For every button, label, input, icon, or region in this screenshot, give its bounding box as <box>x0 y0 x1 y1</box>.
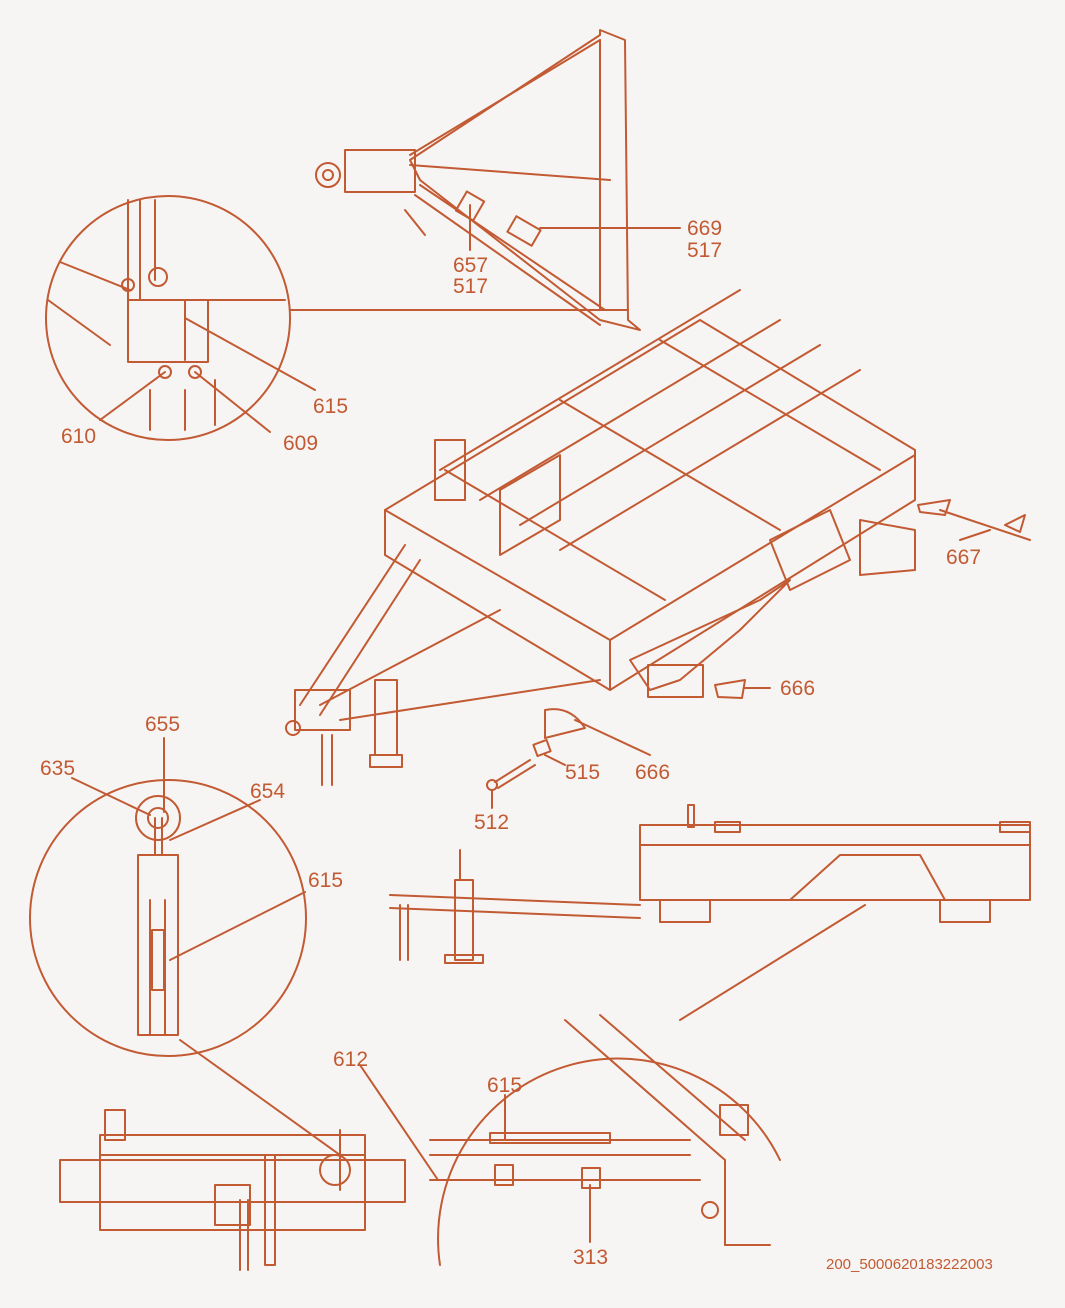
leader-detail-c <box>679 904 866 1021</box>
part-515 <box>532 738 552 758</box>
callout-635: 635 <box>40 757 76 780</box>
leader-detail-b <box>179 1039 341 1156</box>
part-667a <box>917 499 951 516</box>
callout-615-bottom: 615 <box>487 1074 523 1097</box>
callout-612: 612 <box>333 1048 369 1071</box>
trailer-rear-view <box>59 1109 406 1271</box>
detail-circle-a <box>45 195 291 441</box>
detail-circle-c <box>429 1014 781 1266</box>
callout-657: 657 <box>453 254 489 277</box>
callout-515: 515 <box>565 761 601 784</box>
leader-609 <box>194 371 271 433</box>
leader-654 <box>169 799 261 841</box>
callout-610: 610 <box>61 425 97 448</box>
leader-610 <box>99 371 166 421</box>
callout-609: 609 <box>283 432 319 455</box>
callout-654: 654 <box>250 780 286 803</box>
callout-655: 655 <box>145 713 181 736</box>
top-hitch-view <box>315 29 641 331</box>
callout-517-lower: 517 <box>453 275 489 298</box>
leader-667b <box>959 529 991 541</box>
leader-515 <box>544 754 566 766</box>
bolt-512b <box>497 764 536 789</box>
detail-circle-b <box>29 779 307 1057</box>
callout-666-right: 666 <box>780 677 816 700</box>
leader-667 <box>939 509 1031 541</box>
bolt-512 <box>494 759 531 783</box>
leader-666b <box>574 719 651 756</box>
leader-612 <box>359 1064 439 1181</box>
callout-615-mid: 615 <box>308 869 344 892</box>
part-666b <box>544 708 586 739</box>
leader-615a <box>184 317 316 391</box>
leader-635 <box>71 777 151 816</box>
part-667b <box>1004 514 1026 533</box>
callout-669: 669 <box>687 217 723 240</box>
callout-313: 313 <box>573 1246 609 1269</box>
callout-517-upper: 517 <box>687 239 723 262</box>
callout-666-lower: 666 <box>635 761 671 784</box>
callout-512: 512 <box>474 811 510 834</box>
trailer-frame-iso <box>285 289 916 786</box>
callout-667: 667 <box>946 546 982 569</box>
trailer-side-view <box>389 804 1031 964</box>
bolt-512-head <box>486 779 498 791</box>
part-666a <box>714 679 746 699</box>
leader-615b <box>169 891 306 961</box>
document-id: 200_5000620183222003 <box>826 1256 993 1273</box>
callout-615-top: 615 <box>313 395 349 418</box>
